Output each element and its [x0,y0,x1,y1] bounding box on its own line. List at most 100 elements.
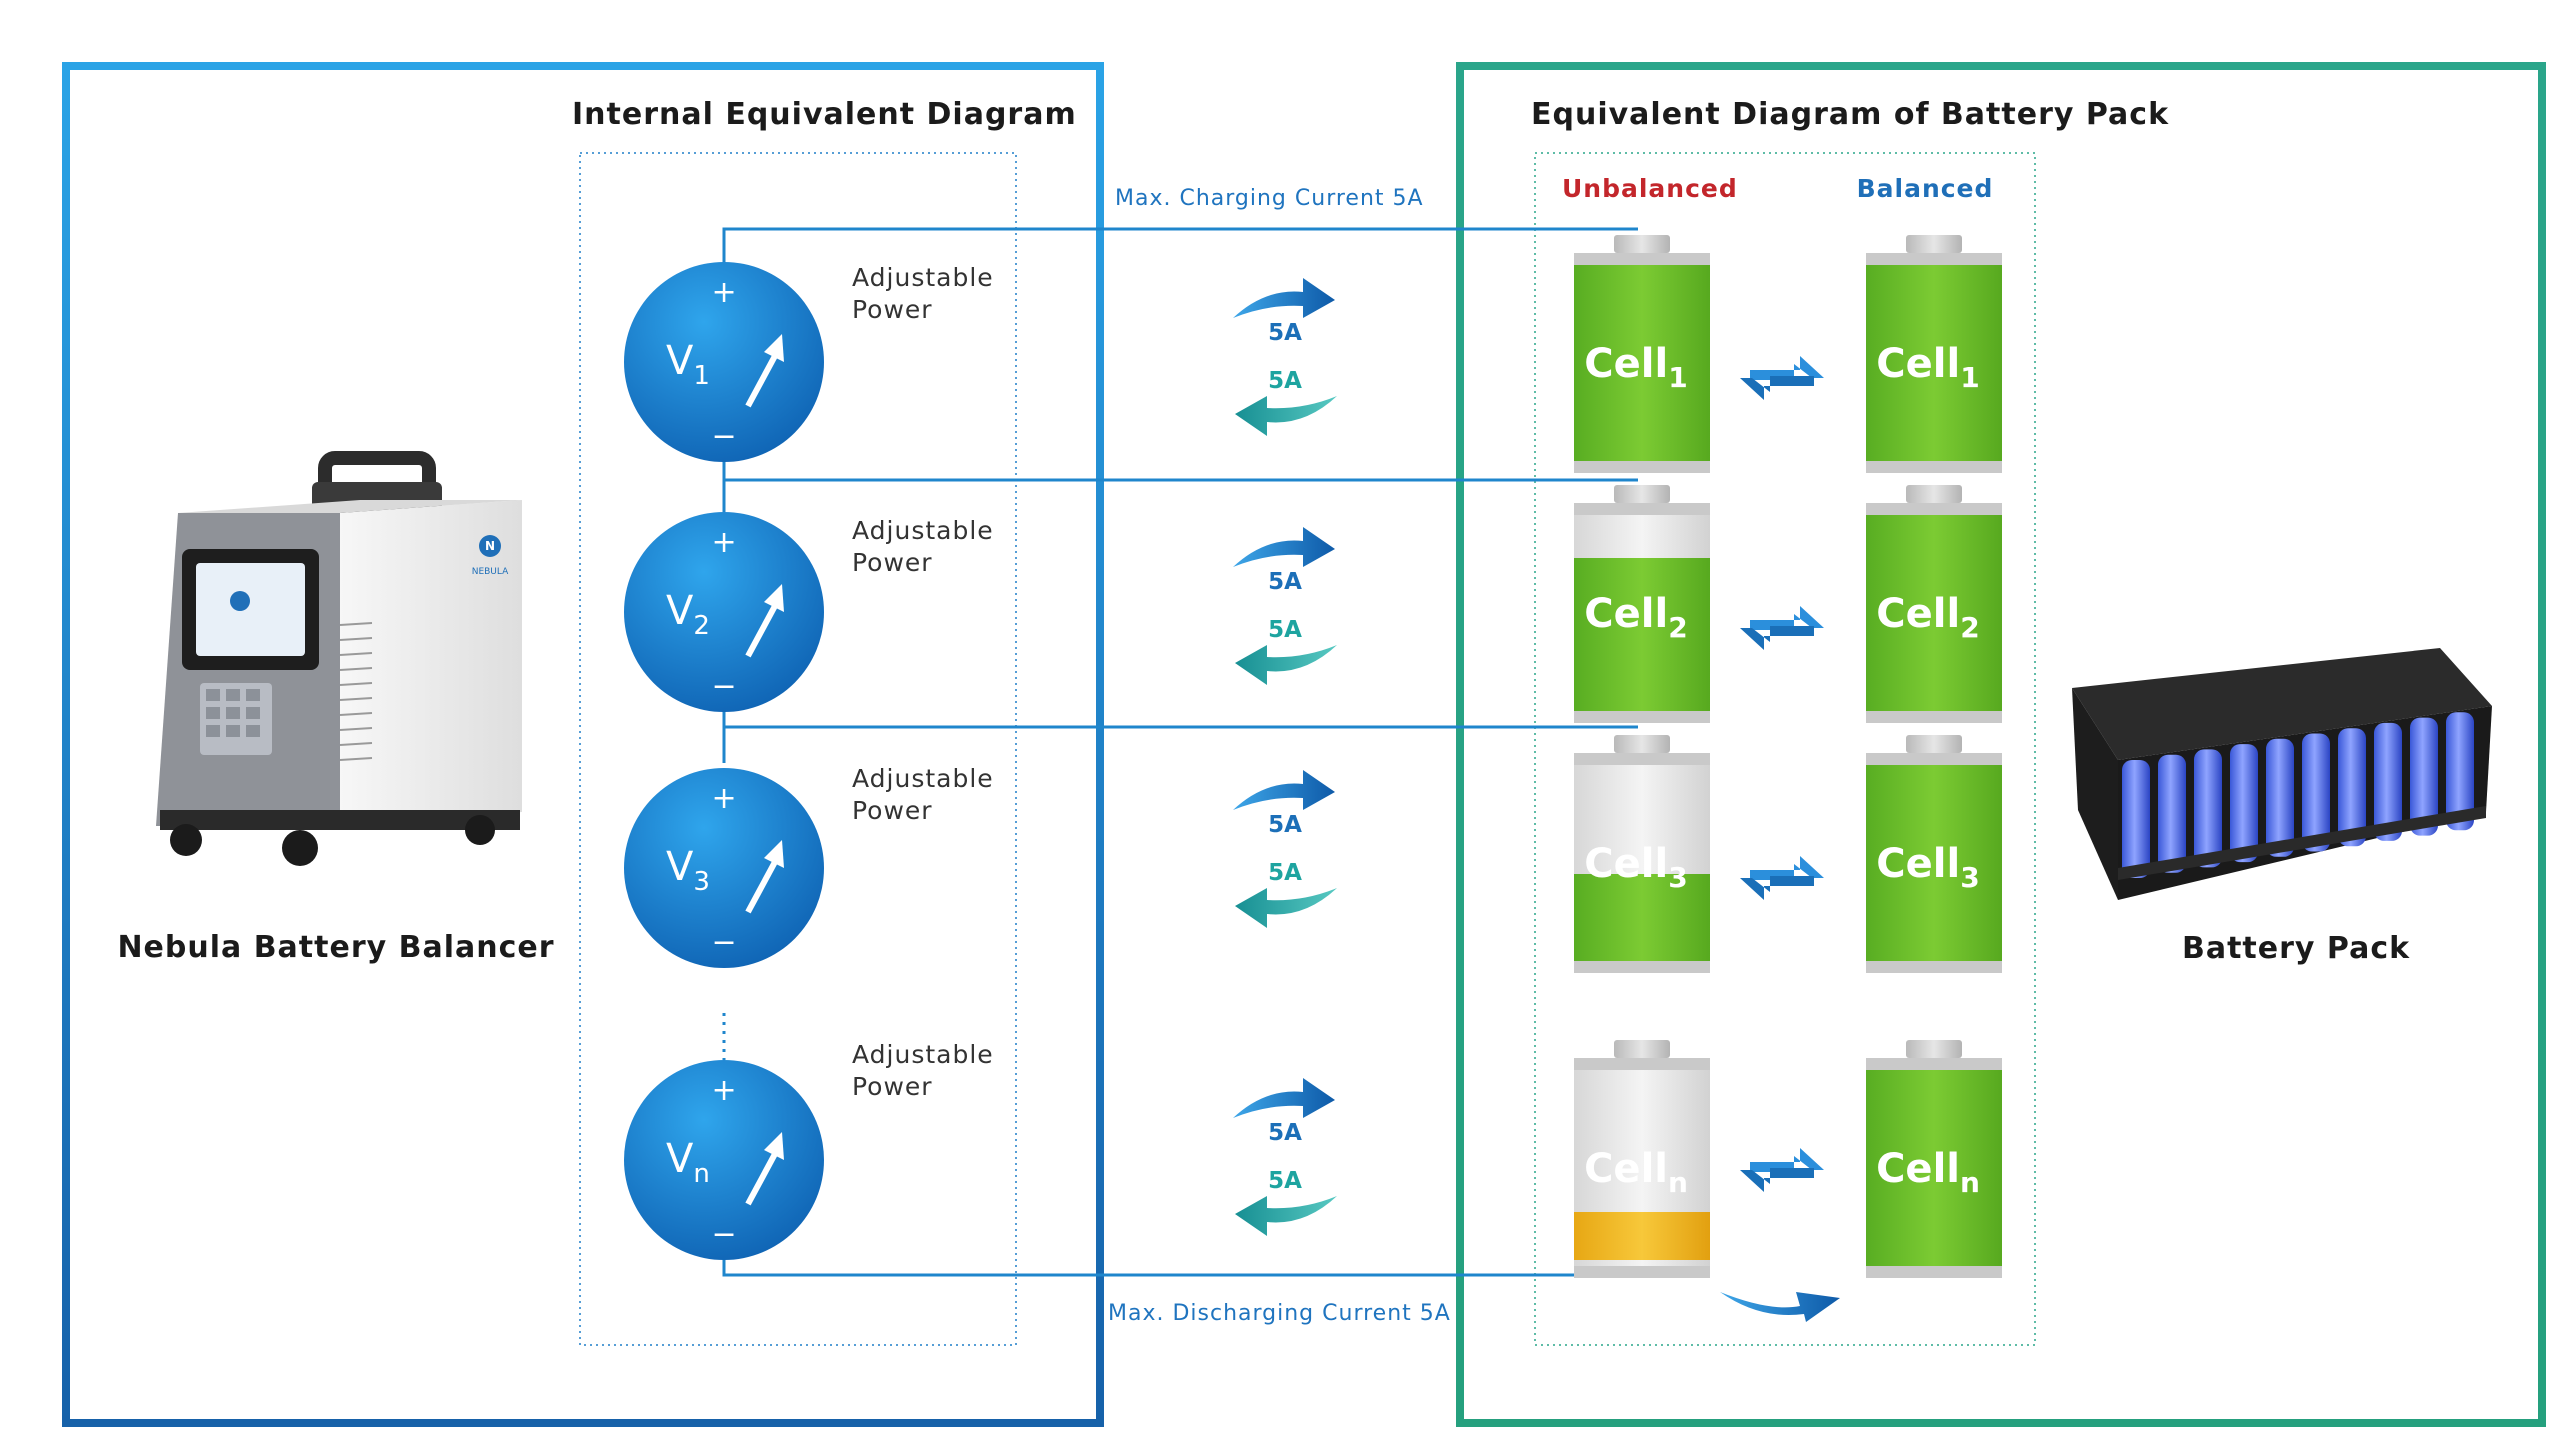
cell-terminal [1614,1040,1670,1058]
cell-charge-level [1866,253,2002,473]
cell-label: Celln [1584,1146,1688,1199]
cell-top-band [1866,503,2002,515]
cell-charge-level [1574,1212,1710,1260]
current-arrows-1: 5A 5A [1233,278,1337,436]
cell-charge-level [1866,1058,2002,1278]
minus-sign: − [711,1217,736,1252]
charge-arrow-icon [1233,527,1335,567]
cell-balanced-n: Celln [1866,1040,2002,1278]
pack-cell-cylinder [2266,738,2294,857]
source-v2: + − V2 [624,512,824,712]
plus-sign: + [711,275,736,310]
adjustable-arrow-icon [745,584,784,658]
pack-cell-cylinder [2158,754,2186,873]
pack-cell-cylinder [2302,733,2330,852]
charge-amp-label: 5A [1268,320,1302,346]
battery-balancer-device-image: N NEBULA [156,451,522,866]
current-arrows-3: 5A 5A [1233,770,1337,928]
source-symbol: V1 [666,338,710,391]
source-circle [624,512,824,712]
source-vn: + − Vn [624,1060,824,1260]
pack-cell-cylinder [2122,760,2150,878]
current-arrows-2: 5A 5A [1233,527,1337,685]
cell-label: Cell1 [1876,341,1979,394]
cell-label: Cell3 [1584,841,1687,894]
adjustable-power-1-line2: Power [852,295,933,324]
cell-bottom-band [1574,461,1710,473]
circuit-wires [722,227,1638,1277]
current-arrows-n: 5A 5A [1233,1078,1337,1236]
charging-current-label: Max. Charging Current 5A [1115,186,1424,211]
cell-terminal [1906,235,1962,253]
cell-label: Cell1 [1584,341,1687,394]
exchange-arrows [1740,356,1824,1192]
pack-cell-cylinder [2338,728,2366,847]
pack-diagram-title: Equivalent Diagram of Battery Pack [1531,97,2169,132]
charge-arrow-icon [1233,1078,1335,1118]
discharge-amp-label: 5A [1268,368,1302,394]
cell-top-band [1866,1058,2002,1070]
plus-sign: + [711,1073,736,1108]
cell-label: Cell3 [1876,841,1979,894]
cell-bottom-band [1574,1266,1710,1278]
device-brand: NEBULA [472,567,509,577]
right-frame [1456,62,2546,1427]
source-symbol: V2 [666,588,710,641]
charge-amp-label: 5A [1268,1120,1302,1146]
charge-arrow-icon [1233,278,1335,318]
adjustable-arrow-icon [745,1132,784,1206]
cell-terminal [1614,235,1670,253]
source-v3: + − V3 [624,768,824,968]
exchange-arrow-icon [1740,1148,1824,1192]
cell-terminal [1906,735,1962,753]
cell-balanced-1: Cell1 [1866,235,2002,473]
cell-charge-level [1574,874,1710,973]
cell-top-band [1866,253,2002,265]
cell-charge-level [1574,253,1710,473]
exchange-arrow-icon [1740,856,1824,900]
balanced-label: Balanced [1857,174,1994,203]
source-symbol: Vn [666,1136,710,1189]
cell-unbalanced-3: Cell3 [1574,735,1710,973]
cell-unbalanced-n: Celln [1574,1040,1710,1278]
adjustable-power-n-line1: Adjustable [852,1040,994,1069]
plus-sign: + [711,781,736,816]
left-frame [62,62,1104,1427]
internal-box [579,152,1017,1346]
cell-terminal [1906,1040,1962,1058]
balance-direction-arrow-icon [1720,1292,1840,1322]
cell-terminal [1614,735,1670,753]
minus-sign: − [711,925,736,960]
battery-pack-image [2072,648,2492,900]
cell-top-band [1574,1058,1710,1070]
discharge-arrow-icon [1235,645,1337,685]
source-circle [624,1060,824,1260]
cell-label: Cell2 [1876,591,1979,644]
cell-balanced-2: Cell2 [1866,485,2002,723]
cell-top-band [1574,253,1710,265]
discharge-arrow-icon [1235,1196,1337,1236]
cell-balanced-3: Cell3 [1866,735,2002,973]
cell-bottom-band [1866,711,2002,723]
pack-cell-cylinder [2446,712,2474,831]
unbalanced-label: Unbalanced [1562,174,1738,203]
pack-cell-cylinder [2374,722,2402,841]
adjustable-power-2-line1: Adjustable [852,516,994,545]
logo-letter: N [485,539,495,553]
plus-sign: + [711,525,736,560]
battery-pack-caption: Battery Pack [2182,931,2410,966]
pack-cell-cylinder [2194,749,2222,868]
minus-sign: − [711,669,736,704]
internal-diagram-title: Internal Equivalent Diagram [572,97,1077,132]
pack-cell-cylinder [2230,744,2258,863]
discharge-amp-label: 5A [1268,860,1302,886]
cell-bottom-band [1866,461,2002,473]
cell-bottom-band [1574,961,1710,973]
source-v1: + − V1 [624,262,824,462]
adjustable-arrow-icon [745,334,784,408]
adjustable-power-3-line1: Adjustable [852,764,994,793]
cell-bottom-band [1866,1266,2002,1278]
cell-charge-level [1574,558,1710,723]
